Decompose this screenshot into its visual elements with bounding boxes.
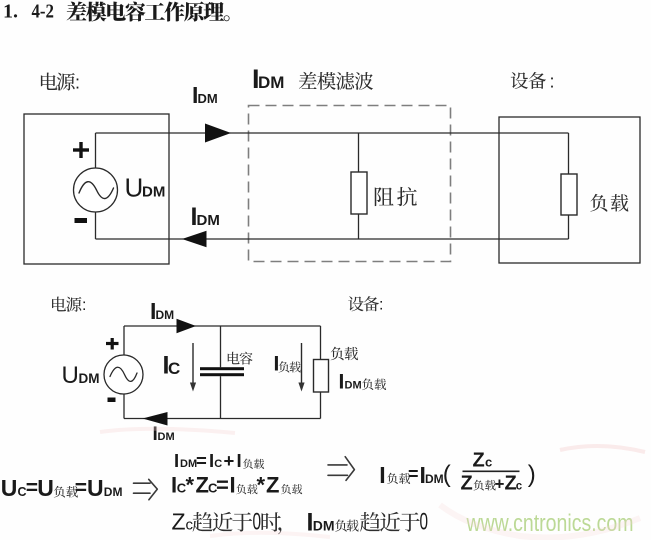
svg-text:C: C [168,359,180,378]
svg-text:DM: DM [158,431,175,443]
svg-text:DM: DM [258,73,284,92]
svg-text:Z: Z [461,473,473,495]
svg-text:c: c [516,481,523,493]
svg-text:c: c [186,517,194,534]
svg-text:DM: DM [197,212,220,229]
svg-text::: : [379,297,383,314]
svg-text:=: = [216,473,229,498]
svg-text:Z: Z [266,473,279,498]
svg-text:U: U [1,475,18,501]
svg-text:C: C [214,458,222,470]
svg-text:U: U [37,475,54,501]
svg-text:0: 0 [420,509,429,536]
svg-text:.: . [13,1,18,23]
svg-text:DM: DM [142,184,165,201]
svg-text:Z: Z [473,450,485,472]
svg-text:=: = [26,477,38,500]
svg-text:DM: DM [104,485,123,499]
svg-text:Z: Z [505,473,517,495]
svg-text:4-2: 4-2 [32,1,55,23]
svg-text:I: I [339,371,345,394]
svg-text:I: I [237,450,242,471]
svg-text:0: 0 [253,509,262,536]
svg-text:I: I [191,203,198,231]
svg-text:DM: DM [345,380,362,392]
svg-text:*: * [186,473,195,498]
svg-text:I: I [274,353,280,376]
svg-text:+: + [224,450,235,471]
svg-text:DM: DM [79,371,100,386]
svg-text:=: = [408,464,419,484]
svg-text:I: I [379,462,385,488]
svg-text:I: I [252,64,260,94]
svg-text:=: = [75,477,87,500]
svg-text:I: I [153,424,158,445]
svg-text:U: U [125,173,144,203]
svg-text:U: U [62,362,79,389]
svg-text::: : [550,72,555,92]
svg-text:U: U [87,475,104,501]
svg-text:I: I [192,82,198,108]
svg-text:*: * [257,473,266,498]
svg-text:I: I [420,462,426,488]
svg-text:DM: DM [313,518,335,534]
svg-text:Z: Z [196,473,209,498]
svg-text:I: I [163,352,170,380]
svg-text:DM: DM [198,91,218,106]
svg-text:): ) [528,461,536,488]
svg-text:(: ( [443,461,451,488]
svg-text::: : [75,73,80,93]
svg-text:www.cntronics.com: www.cntronics.com [466,510,634,537]
svg-text:I: I [174,450,179,471]
svg-text:Z: Z [172,509,186,535]
svg-text:C: C [18,485,27,499]
svg-text:=: = [196,450,207,471]
svg-text:1: 1 [3,1,13,23]
svg-text::: : [82,297,86,314]
svg-text:DM: DM [156,308,175,322]
svg-text:I: I [171,473,177,498]
svg-text:C: C [177,481,187,496]
svg-text:+: + [495,475,505,494]
svg-text:I: I [230,473,236,498]
svg-text:I: I [209,450,214,471]
svg-text:DM: DM [180,458,197,470]
svg-text:I: I [150,298,156,324]
svg-text:I: I [307,509,314,537]
svg-text:DM: DM [425,472,444,486]
svg-text:C: C [208,481,218,496]
svg-text:c: c [485,455,492,470]
